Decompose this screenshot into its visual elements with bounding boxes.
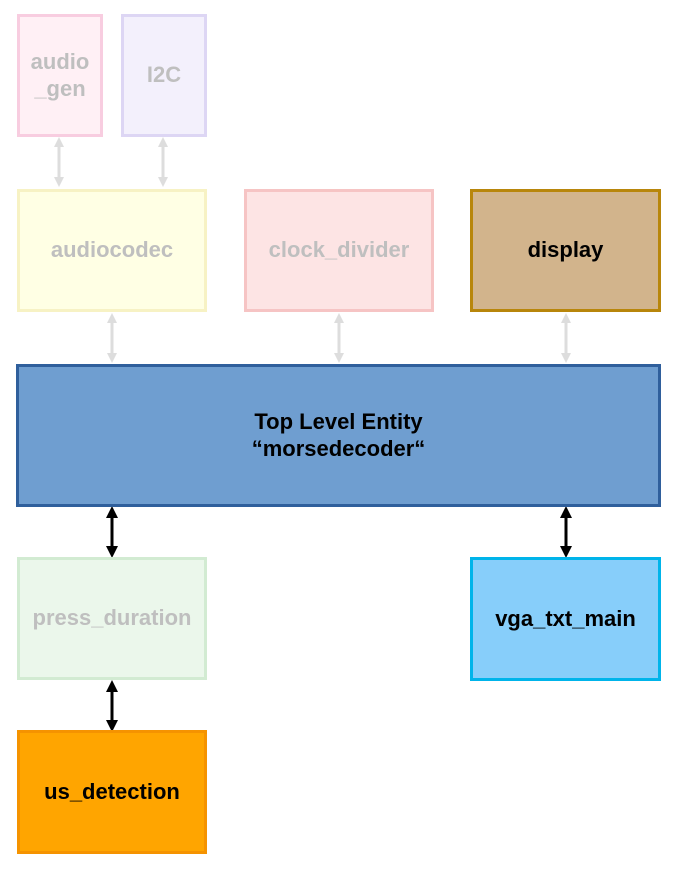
block-us-detection: us_detection (17, 730, 207, 854)
block-press-duration: press_duration (17, 557, 207, 680)
block-audio-gen-label-line2: _gen (34, 75, 86, 101)
block-clock-divider: clock_divider (244, 189, 434, 312)
block-press-duration-label: press_duration (32, 605, 192, 631)
block-clock-divider-label: clock_divider (268, 237, 410, 263)
block-i2c: I2C (121, 14, 207, 137)
block-display: display (470, 189, 661, 312)
block-display-label: display (527, 237, 604, 263)
block-i2c-label: I2C (146, 62, 182, 88)
block-audio-gen-label-line1: audio (30, 49, 90, 75)
block-top-level-title: Top Level Entity (254, 409, 423, 435)
block-audiocodec-label: audiocodec (50, 237, 174, 263)
block-top-level-entity: Top Level Entity “morsedecoder“ (16, 364, 661, 507)
block-audiocodec: audiocodec (17, 189, 207, 312)
block-vga-txt-main-label: vga_txt_main (495, 605, 636, 631)
block-top-level-name: “morsedecoder“ (251, 435, 426, 461)
block-audio-gen: audio _gen (17, 14, 103, 137)
block-us-detection-label: us_detection (44, 778, 180, 804)
block-vga-txt-main: vga_txt_main (470, 557, 661, 681)
